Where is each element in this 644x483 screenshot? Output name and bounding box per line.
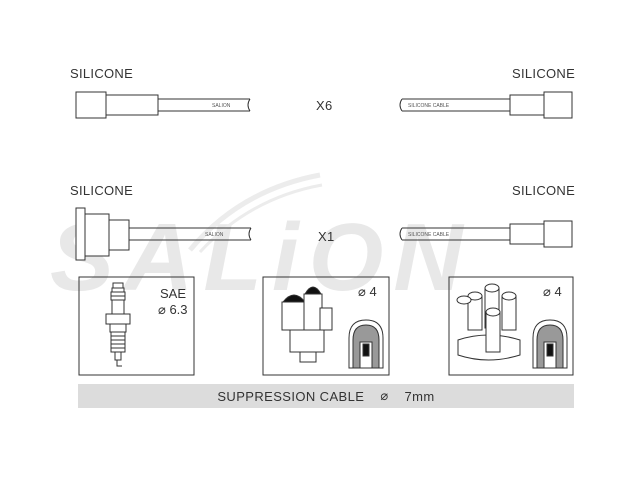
- spark-plug-box: [78, 276, 195, 376]
- cable-size: 7mm: [404, 388, 435, 404]
- coil-box: [262, 276, 390, 376]
- left-boot-1: [75, 91, 107, 119]
- suppression-cable-label: SUPPRESSION CABLE: [217, 388, 365, 404]
- row1-quantity: X6: [316, 98, 333, 113]
- distributor-diameter-label: ⌀ 4: [543, 284, 562, 299]
- coil-diameter-label: ⌀ 4: [358, 284, 377, 299]
- row2-right-label: SILICONE: [512, 183, 576, 198]
- cable-print-right-1: SILICONE CABLE: [408, 103, 450, 109]
- right-boot-2: [543, 220, 573, 248]
- distributor-cap-icon: [456, 283, 521, 361]
- cap-boot-section-icon: [532, 319, 568, 369]
- cable-print-left-2: SALION: [205, 232, 224, 238]
- row2-left-label: SILICONE: [70, 183, 134, 198]
- coil-boot-section-icon: [348, 319, 384, 369]
- suppression-cable-bar: SUPPRESSION CABLE ⌀ 7mm: [78, 384, 574, 408]
- spark-plug-icon: [105, 282, 131, 367]
- spark-plug-diameter-label: ⌀ 6.3: [158, 302, 188, 317]
- watermark-swoosh: [188, 172, 321, 252]
- row1-left-label: SILICONE: [70, 66, 134, 81]
- distributor-cap-end: [75, 207, 86, 261]
- row1-right-label: SILICONE: [512, 66, 576, 81]
- row2-quantity: X1: [318, 229, 335, 244]
- spark-plug-standard-label: SAE: [160, 286, 187, 301]
- right-boot-1: [543, 91, 573, 119]
- cable-print-right-2: SILICONE CABLE: [408, 232, 450, 238]
- diameter-symbol: ⌀: [380, 388, 389, 403]
- cable-print-left-1: SALION: [212, 103, 231, 109]
- cable-row-1: [75, 91, 573, 119]
- distributor-box: [448, 276, 574, 376]
- coil-terminal-icon: [281, 286, 333, 363]
- cable-row-2: [75, 207, 573, 261]
